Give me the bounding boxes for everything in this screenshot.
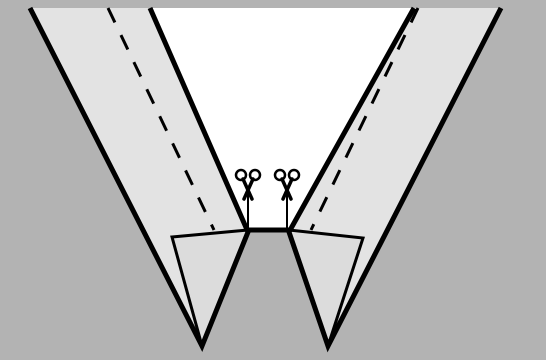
fold-and-cut-diagram <box>0 0 546 360</box>
diagram-canvas <box>0 0 546 360</box>
